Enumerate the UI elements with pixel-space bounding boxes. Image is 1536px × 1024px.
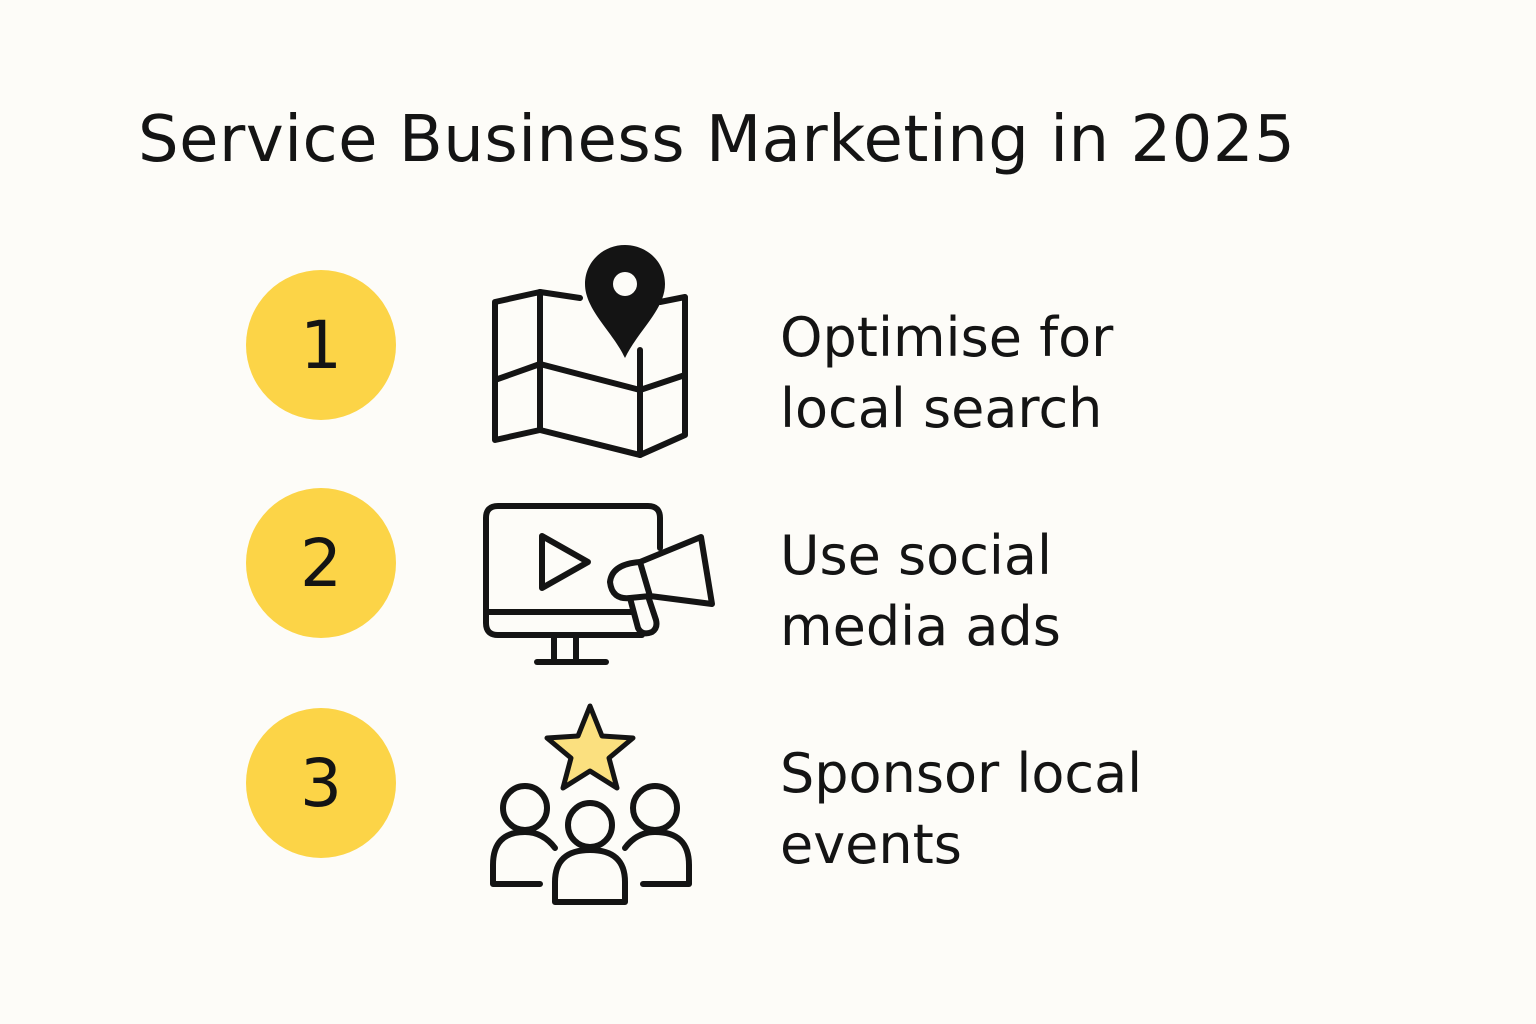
step-number: 2 (300, 524, 342, 602)
step-label-line2: media ads (780, 595, 1061, 658)
map-pin-icon (492, 245, 688, 458)
step-number: 3 (300, 744, 342, 822)
step-label-line1: Sponsor local (780, 742, 1143, 805)
step-number-badge: 3 (246, 708, 396, 858)
step-number-badge: 2 (246, 488, 396, 638)
step-number: 1 (300, 306, 342, 384)
step-label-line1: Optimise for (780, 306, 1114, 369)
page-title: Service Business Marketing in 2025 (138, 103, 1296, 177)
step-label-line1: Use social (780, 524, 1053, 587)
step-number-badge: 1 (246, 270, 396, 420)
step-label-line2: local search (780, 377, 1103, 440)
people-star-icon (490, 703, 692, 905)
step-label-line2: events (780, 813, 962, 876)
monitor-megaphone-icon (483, 503, 715, 665)
